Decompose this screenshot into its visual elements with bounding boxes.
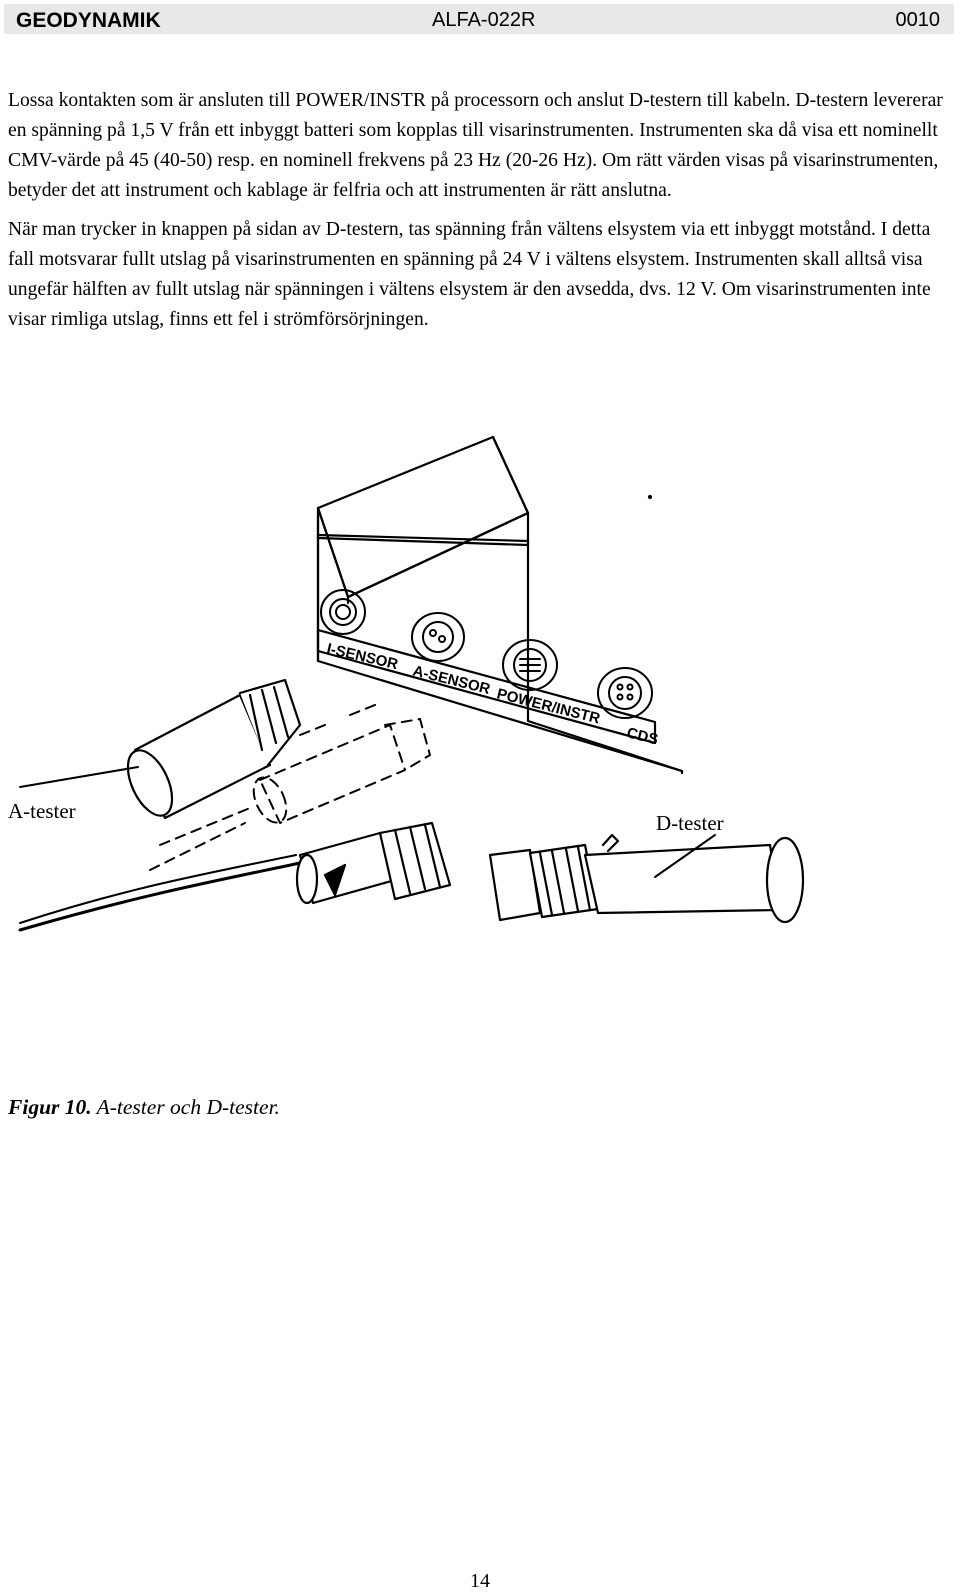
connector-label-i-sensor: I-SENSOR <box>325 640 400 673</box>
callout-a-tester: A-tester <box>8 799 76 823</box>
document-code: ALFA-022R <box>432 9 536 31</box>
body-text: Lossa kontakten som är ansluten till POW… <box>8 86 952 344</box>
paragraph-2: När man trycker in knappen på sidan av D… <box>8 219 931 330</box>
callout-d-tester: D-tester <box>656 811 724 835</box>
caption-text: A-tester och D-tester. <box>91 1095 280 1119</box>
connector-label-power-instr: POWER/INSTR <box>495 685 602 727</box>
tester-illustration: I-SENSOR A-SENSOR POWER/INSTR CDS <box>18 435 805 932</box>
caption-prefix: Figur 10. <box>8 1095 92 1119</box>
page-header: GEODYNAMIK ALFA-022R 0010 <box>4 4 954 34</box>
paragraph-1: Lossa kontakten som är ansluten till POW… <box>8 90 943 201</box>
page-number: 14 <box>470 1570 490 1592</box>
figure-caption: Figur 10. A-tester och D-tester. <box>8 1095 280 1120</box>
document-number: 0010 <box>895 9 941 31</box>
brand-name: GEODYNAMIK <box>16 9 161 32</box>
figure-illustration: I-SENSOR A-SENSOR POWER/INSTR CDS <box>0 425 960 965</box>
